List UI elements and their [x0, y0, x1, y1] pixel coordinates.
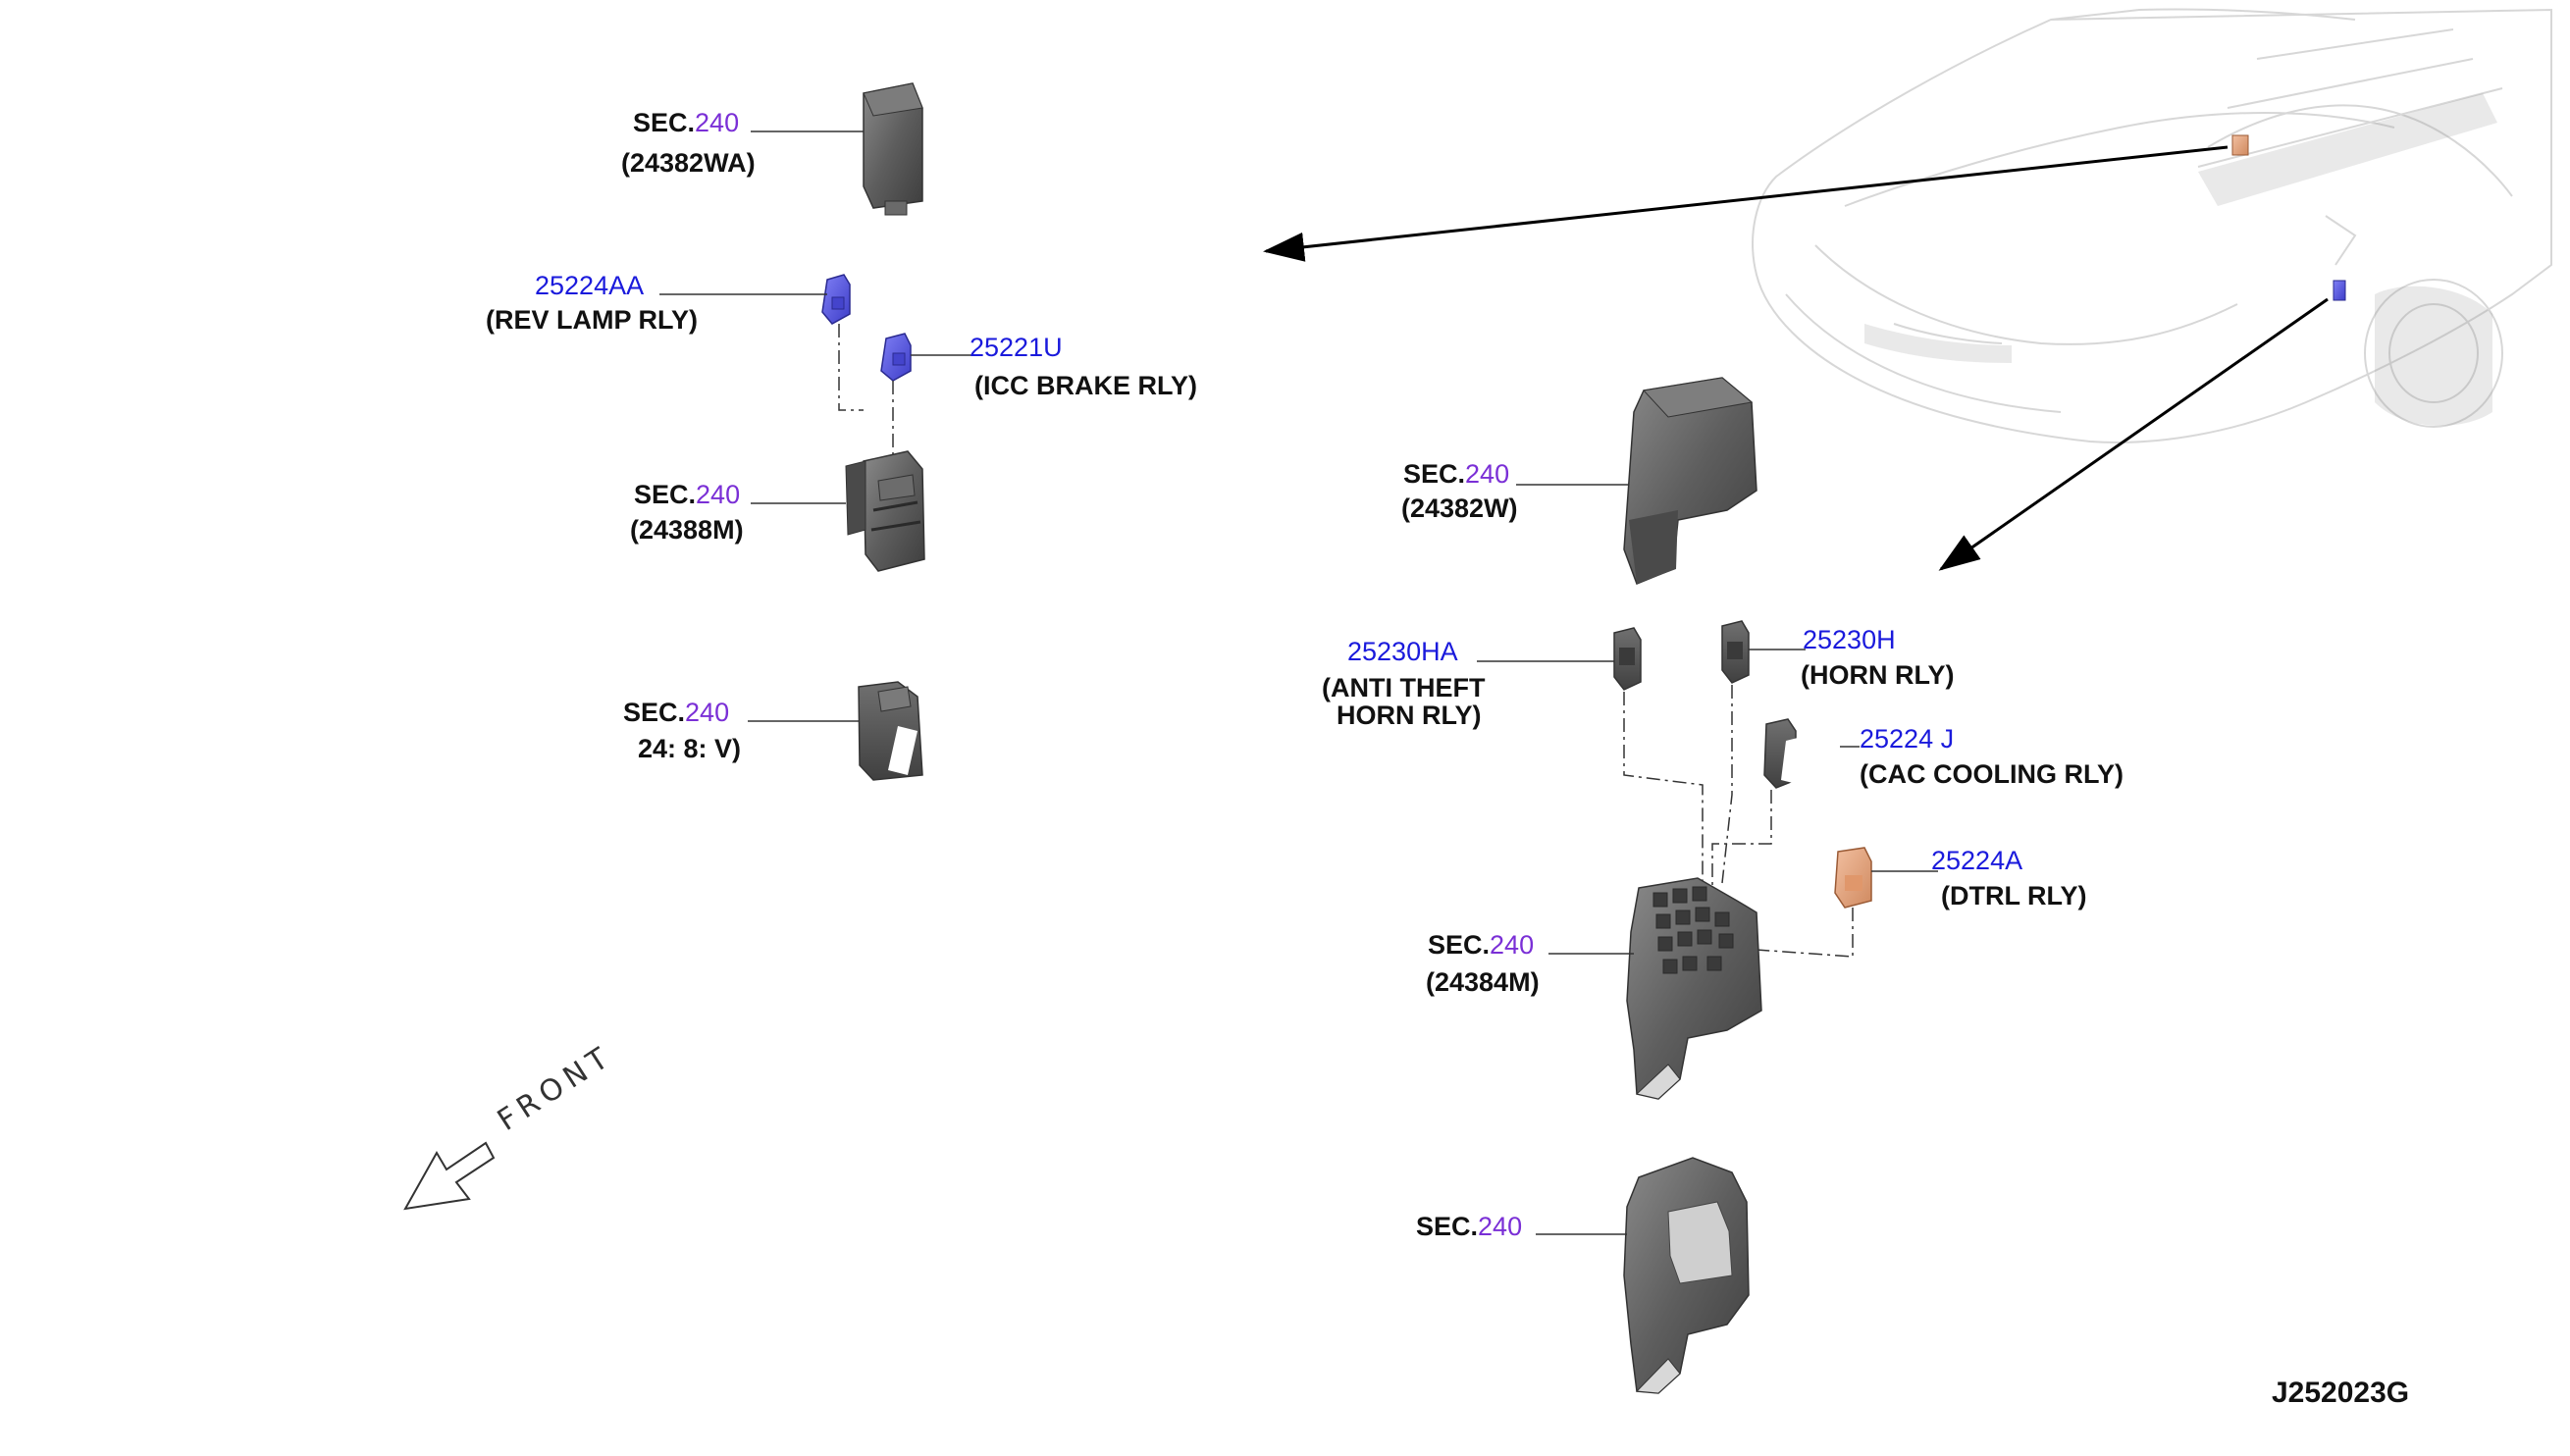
front-direction-arrow: [403, 1141, 496, 1211]
label-sec-24384m[interactable]: SEC.240: [1428, 932, 1534, 959]
label-part-25230h[interactable]: 25230H: [1803, 625, 1896, 654]
label-sec-24382wa[interactable]: SEC.240: [633, 110, 739, 136]
sec-prefix: SEC.: [634, 480, 697, 509]
label-part-24384m: (24384M): [1426, 967, 1540, 997]
sec-prefix: SEC.: [1403, 459, 1466, 489]
label-desc-horn: (HORN RLY): [1801, 660, 1955, 690]
box-2438-v-part[interactable]: [858, 681, 923, 781]
sec-number-link[interactable]: 240: [685, 698, 730, 727]
sec-prefix: SEC.: [633, 108, 696, 137]
label-desc-cac-cooling: (CAC COOLING RLY): [1860, 759, 2124, 789]
rev-lamp-relay-part[interactable]: [821, 274, 851, 325]
sec-prefix: SEC.: [623, 698, 686, 727]
label-sec-lower-box[interactable]: SEC.240: [1416, 1214, 1522, 1240]
relay-24382wa-part[interactable]: [863, 82, 923, 216]
label-desc-anti-theft-1: (ANTI THEFT: [1322, 673, 1486, 702]
label-part-24388m: (24388M): [630, 515, 744, 545]
label-part-24382w: (24382W): [1401, 494, 1518, 523]
label-part-24382wa: (24382WA): [621, 148, 756, 178]
dashdot-rev-lamp: [838, 324, 864, 411]
vehicle-shading: [1864, 93, 2497, 426]
box-24388m-part[interactable]: [845, 450, 925, 572]
arrow-to-right-group: [1938, 297, 2329, 571]
label-desc-rev-lamp: (REV LAMP RLY): [486, 305, 699, 335]
label-part-25221u[interactable]: 25221U: [970, 333, 1063, 362]
vehicle-relay-marker-blue: [2333, 280, 2346, 301]
label-sec-24382w[interactable]: SEC.240: [1403, 461, 1509, 488]
label-part-25224aa[interactable]: 25224AA: [535, 271, 645, 300]
horn-relay-part[interactable]: [1721, 620, 1750, 684]
sec-number-link[interactable]: 240: [1465, 459, 1510, 489]
icc-brake-relay-part[interactable]: [880, 333, 912, 382]
arrow-to-left-group: [1263, 145, 2229, 262]
label-part-2438-v: 24: 8: V): [638, 734, 742, 763]
sec-number-link[interactable]: 240: [1490, 930, 1535, 960]
sec-prefix: SEC.: [1416, 1212, 1479, 1241]
sec-prefix: SEC.: [1428, 930, 1491, 960]
box-24384m-part[interactable]: [1626, 877, 1762, 1100]
label-part-25224j[interactable]: 25224 J: [1860, 724, 1955, 754]
anti-theft-horn-relay-part[interactable]: [1613, 627, 1642, 691]
dtrl-relay-part[interactable]: [1834, 847, 1872, 909]
label-desc-anti-theft-2: HORN RLY): [1337, 701, 1482, 730]
cac-cooling-relay-part[interactable]: [1763, 718, 1806, 789]
vehicle-relay-marker-orange: [2231, 134, 2249, 156]
sec-number-link[interactable]: 240: [1478, 1212, 1523, 1241]
dashdot-right-group: [1623, 685, 1854, 958]
label-part-25224a[interactable]: 25224A: [1931, 846, 2023, 875]
label-sec-24388m[interactable]: SEC.240: [634, 482, 740, 508]
label-sec-2438-v[interactable]: SEC.240: [623, 700, 729, 726]
figure-id: J252023G: [2272, 1377, 2410, 1409]
label-desc-dtrl: (DTRL RLY): [1941, 881, 2087, 910]
sec-number-link[interactable]: 240: [695, 108, 740, 137]
sec-number-link[interactable]: 240: [696, 480, 741, 509]
cover-24382w-part[interactable]: [1623, 377, 1757, 585]
label-desc-icc-brake: (ICC BRAKE RLY): [974, 371, 1198, 400]
lower-box-part[interactable]: [1623, 1157, 1750, 1394]
label-part-25230ha[interactable]: 25230HA: [1347, 637, 1458, 666]
